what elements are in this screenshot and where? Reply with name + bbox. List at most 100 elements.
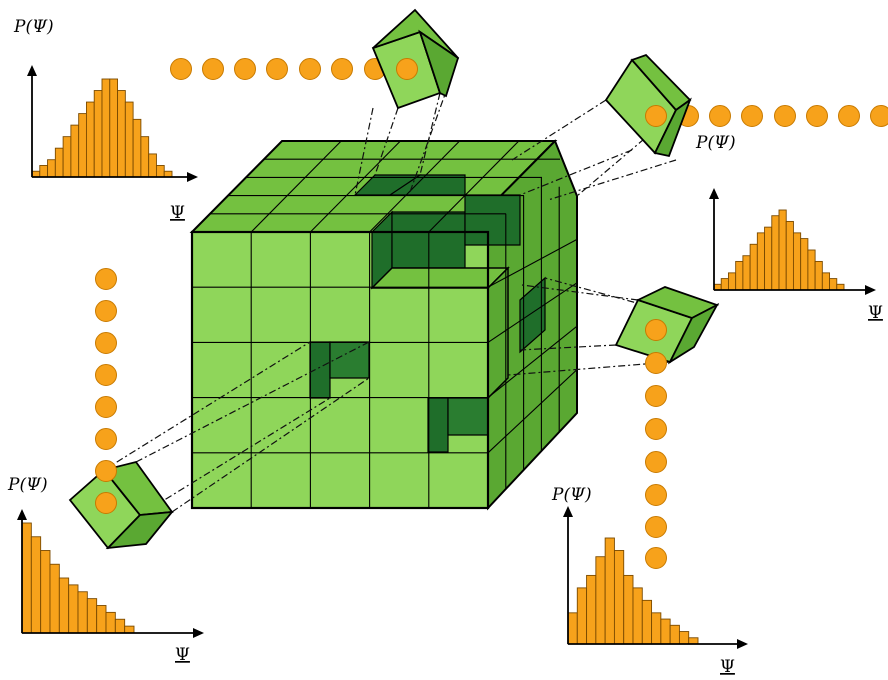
grid-line [369,140,460,233]
histogram-bar [124,625,135,634]
sample-dot [645,516,667,538]
connector-line [135,341,370,463]
sample-dot [645,105,667,127]
histogram-bar [576,587,588,645]
histogram-bar [669,624,680,645]
histogram-top-left: P(Ψ) Ψ [13,17,198,223]
histogram-bar [93,90,103,178]
histogram-bar [821,272,831,291]
histogram-bar [688,637,699,645]
histogram-bar [68,584,79,634]
cube-cavity [519,276,546,354]
sample-dot [234,58,256,80]
histogram-bar [77,591,88,634]
cube-cavity [388,174,466,196]
grid-line [428,140,520,233]
sample-dot [645,484,667,506]
sample-dot [95,396,117,418]
y-axis-label: P(Ψ) [13,17,54,37]
histogram-bar [39,165,49,178]
histogram-bar [109,78,119,178]
cube-step-side [487,266,509,400]
histogram-bar [124,101,134,178]
y-axis-arrow [27,65,37,76]
sample-dot [331,58,353,80]
histogram-bar [30,536,42,634]
sample-dot [645,352,667,374]
connector-line [576,99,691,197]
x-axis-arrow [865,285,876,295]
histogram-bar [735,260,744,291]
histogram-bar [632,587,643,645]
histogram-bar [785,220,794,291]
sample-dot [266,58,288,80]
sample-dot [202,58,224,80]
cube-cavity [309,341,331,399]
y-axis-label: P(Ψ) [695,133,736,153]
x-axis-label: Ψ [720,657,735,677]
sample-dots-front [95,58,667,514]
sample-dot [645,547,667,569]
histogram-bar [140,136,150,178]
sample-dot [838,105,860,127]
x-axis-label: Ψ [175,645,190,665]
histogram-bar [641,599,653,645]
sample-cubes [68,8,720,550]
x-axis-arrow [737,639,748,649]
sample-dot [774,105,796,127]
histogram-bar [814,260,823,291]
histogram-bar [49,563,60,634]
histogram-bar [742,255,751,291]
histogram-bar [807,249,816,291]
histogram-bar [764,226,773,291]
sample-dot [95,364,117,386]
histogram-right: P(Ψ) Ψ [695,133,883,323]
histogram-bar [54,147,64,178]
y-axis-arrow [17,509,27,520]
sample-dot [299,58,321,80]
sample-cube-side [653,97,692,158]
grid-line [487,282,578,343]
histogram-bar [567,612,578,645]
histogram-bar [47,159,56,178]
x-axis-label: Ψ [170,203,185,223]
histogram-bar [586,574,597,645]
histogram-bottom-left: P(Ψ)Ψ [7,475,204,665]
sample-cube-side [105,510,175,550]
histogram-bar [155,165,165,178]
histogram-bar [623,574,634,645]
histogram-bar [148,153,157,178]
sample-cube-side [418,29,460,98]
connector-line [419,92,441,176]
histogram-bar [771,215,780,291]
sample-dot [806,105,828,127]
histogram-bar [727,272,737,291]
histogram-bar [96,605,107,634]
histogram-bar [105,611,116,634]
grid-line [487,325,578,399]
cube-cavity [329,341,370,379]
histogram-bar [778,209,787,291]
connector-line [547,159,677,201]
histogram-bar [85,101,95,178]
histogram-bar [595,556,606,645]
histogram-bar [78,113,87,178]
sample-dot [95,492,117,514]
histogram-bottom-right: P(Ψ)Ψ [551,485,748,677]
x-axis-label: Ψ [868,303,883,323]
histogram-bar [70,124,80,178]
sample-dot [95,332,117,354]
sample-dot [645,451,667,473]
connector-line [519,344,617,351]
histogram-bar [117,90,126,178]
sample-dot [95,428,117,450]
cube-front-outline [190,230,490,510]
connector-line [507,361,671,376]
sample-dot [95,460,117,482]
cube-cavity [464,194,521,246]
sample-dot [95,268,117,290]
histogram-bar [101,78,111,178]
sample-dot [95,300,117,322]
grid-line [487,238,578,288]
